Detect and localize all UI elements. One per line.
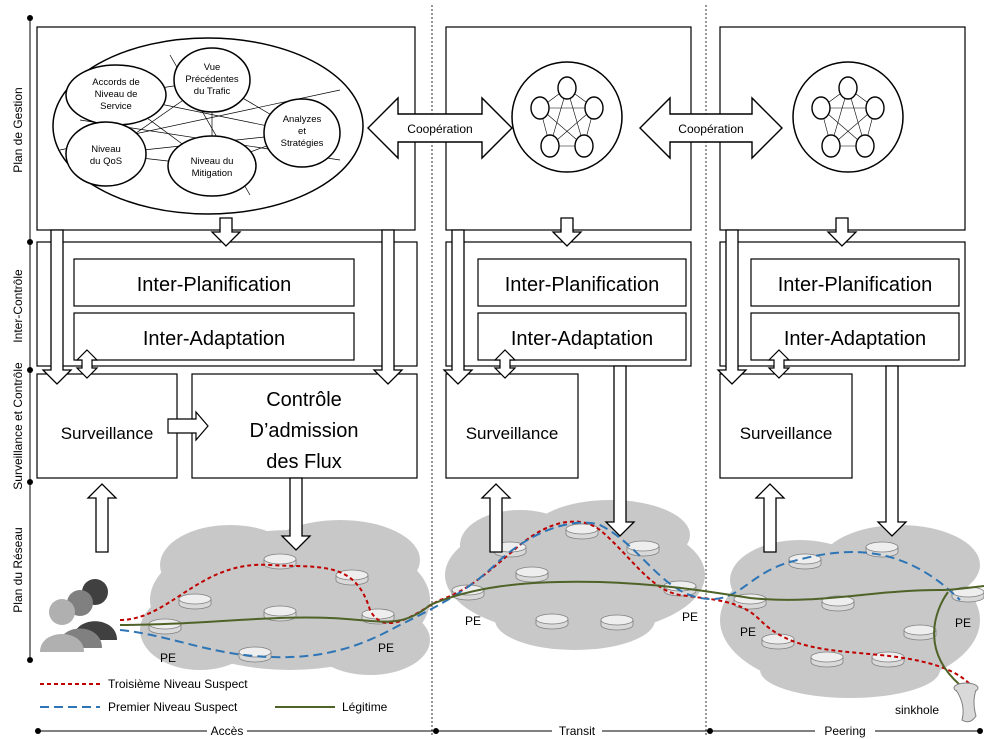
svg-text:Niveau de: Niveau de: [95, 89, 138, 100]
inter-adaptation-peering: Inter-Adaptation: [750, 312, 960, 361]
surveillance-to-controle-arrow: [167, 410, 209, 442]
svg-text:D’admission: D’admission: [250, 420, 359, 442]
legend-troisieme: Troisième Niveau Suspect: [108, 677, 248, 691]
cooperation-label: Coopération: [678, 122, 743, 136]
path-legitime: [119, 580, 984, 686]
node-qos: [65, 121, 147, 187]
svg-text:Contrôle: Contrôle: [266, 389, 342, 411]
cloud-peering: [720, 525, 980, 698]
surveillance-transit: Surveillance: [445, 373, 579, 479]
svg-text:Vue: Vue: [204, 62, 221, 73]
svg-text:du QoS: du QoS: [90, 156, 122, 167]
svg-text:Inter-Planification: Inter-Planification: [778, 274, 933, 296]
management-graph-acces: Accords de Niveau de Service Vue Précéde…: [52, 37, 364, 215]
inter-adaptation-acces: Inter-Adaptation: [73, 312, 355, 361]
pe-label: PE: [740, 625, 756, 639]
sinkhole-label: sinkhole: [895, 703, 939, 717]
management-down-arrows: [210, 217, 858, 247]
plane-label-gestion: Plan de Gestion: [11, 87, 25, 172]
svg-text:Mitigation: Mitigation: [192, 168, 233, 179]
domain-label-acces: Accès: [211, 724, 244, 738]
pe-label: PE: [465, 614, 481, 628]
legend-premier: Premier Niveau Suspect: [108, 700, 238, 714]
svg-text:Accords de: Accords de: [92, 77, 140, 88]
legend: Troisième Niveau Suspect Premier Niveau …: [40, 677, 388, 714]
plane-label-reseau: Plan du Réseau: [11, 527, 25, 612]
domain-label-transit: Transit: [559, 724, 596, 738]
plane-axis: Plan de Gestion Inter-Contrôle Surveilla…: [11, 15, 33, 663]
management-graph-peering: [792, 61, 904, 173]
cooperation-label: Coopération: [407, 122, 472, 136]
inter-planification-acces: Inter-Planification: [73, 258, 355, 307]
users-icon: [40, 579, 117, 652]
svg-text:Surveillance: Surveillance: [466, 424, 559, 443]
svg-text:Inter-Adaptation: Inter-Adaptation: [784, 328, 926, 350]
cooperation-arrow-1: Coopération: [367, 96, 513, 160]
plane-label-inter-controle: Inter-Contrôle: [11, 269, 25, 343]
pe-label: PE: [378, 641, 394, 655]
inter-planification-peering: Inter-Planification: [750, 258, 960, 307]
svg-text:Stratégies: Stratégies: [281, 138, 324, 149]
path-premier-niveau: [119, 521, 961, 659]
svg-text:Surveillance: Surveillance: [740, 424, 833, 443]
legend-legitime: Légitime: [342, 700, 388, 714]
node-mitigation: [167, 135, 257, 197]
node-analyzes: [263, 98, 341, 168]
svg-text:des Flux: des Flux: [266, 451, 342, 473]
bidirectional-arrows: [75, 349, 791, 379]
svg-text:et: et: [298, 126, 306, 137]
inter-planification-transit: Inter-Planification: [477, 258, 687, 307]
vertical-arrows: [41, 229, 908, 553]
domain-label-peering: Peering: [824, 724, 865, 738]
pe-label: PE: [682, 610, 698, 624]
sinkhole-icon: [953, 682, 979, 723]
surveillance-acces: Surveillance: [36, 373, 178, 479]
svg-text:Service: Service: [100, 101, 132, 112]
pe-label: PE: [955, 616, 971, 630]
svg-text:Précédentes: Précédentes: [185, 74, 239, 85]
controle-admission-acces: Contrôle D’admission des Flux: [191, 373, 418, 479]
domain-axis: Accès Transit Peering: [35, 724, 983, 738]
svg-text:Surveillance: Surveillance: [61, 424, 154, 443]
cloud-acces: [140, 520, 430, 675]
plane-label-surveillance: Surveillance et Contrôle: [11, 362, 25, 490]
svg-text:Inter-Planification: Inter-Planification: [505, 274, 660, 296]
svg-text:Inter-Planification: Inter-Planification: [137, 274, 292, 296]
pe-label: PE: [160, 651, 176, 665]
pe-labels: PE PE PE PE PE PE: [160, 610, 971, 665]
svg-text:Inter-Adaptation: Inter-Adaptation: [143, 328, 285, 350]
svg-text:du Trafic: du Trafic: [194, 86, 231, 97]
path-troisieme-niveau: [119, 520, 976, 691]
svg-text:Niveau: Niveau: [91, 144, 121, 155]
cooperation-arrow-2: Coopération: [639, 96, 783, 160]
svg-text:Analyzes: Analyzes: [283, 114, 322, 125]
svg-text:Inter-Adaptation: Inter-Adaptation: [511, 328, 653, 350]
node-vue: [173, 47, 251, 113]
management-graph-transit: [511, 61, 623, 173]
surveillance-peering: Surveillance: [719, 373, 853, 479]
inter-adaptation-transit: Inter-Adaptation: [477, 312, 687, 361]
svg-text:Niveau du: Niveau du: [191, 156, 234, 167]
